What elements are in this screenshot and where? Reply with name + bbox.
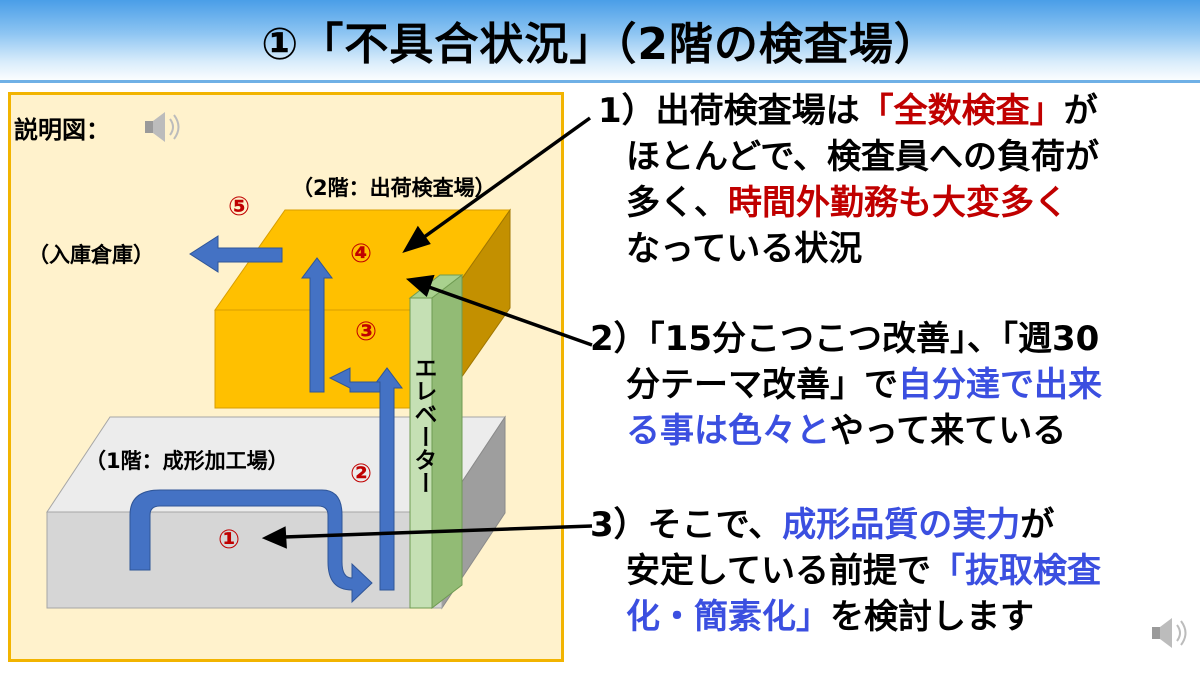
step-5: ⑤ bbox=[228, 192, 250, 222]
point-1-line-3: 多く、時間外勤務も大変多く bbox=[626, 183, 1068, 223]
title-bar bbox=[0, 0, 1200, 82]
flow-arrow-5 bbox=[189, 235, 283, 273]
step-4: ④ bbox=[350, 239, 372, 269]
point-3-line-3: 化・簡素化」を検討します bbox=[626, 597, 1034, 637]
flow-arrow-4 bbox=[301, 257, 333, 393]
floor2-label: （2階：出荷検査場） bbox=[292, 176, 496, 200]
step-1: ① bbox=[218, 525, 240, 555]
point-1-line-4: なっている状況 bbox=[626, 229, 863, 269]
point-3-line-1: 3）そこで、成形品質の実力が bbox=[590, 505, 1055, 545]
callout-arrow-3 bbox=[283, 524, 593, 539]
diagram-caption: 説明図： bbox=[14, 116, 110, 144]
elevator-label: エレベーター bbox=[410, 356, 438, 494]
callout-arrowhead-3 bbox=[261, 526, 287, 549]
floor1-label: （1階：成形加工場） bbox=[85, 449, 289, 473]
warehouse-label: （入庫倉庫） bbox=[28, 243, 154, 267]
point-1: 1）出荷検査場は「全数検査」が ほとんどで、検査員への負荷が 多く、時間外勤務も… bbox=[598, 88, 1099, 272]
flow-arrow-1 bbox=[129, 489, 373, 604]
step-2: ② bbox=[350, 459, 372, 489]
callout-arrow-1 bbox=[418, 116, 592, 242]
speaker-icon[interactable] bbox=[1152, 618, 1187, 648]
point-1-line-1: 1）出荷検査場は「全数検査」が bbox=[598, 91, 1098, 131]
page-title: ①「不具合状況」（2階の検査場） bbox=[261, 19, 939, 70]
callout-arrowhead-2 bbox=[405, 274, 435, 298]
flow-arrow-3 bbox=[328, 367, 381, 393]
step-3: ③ bbox=[355, 317, 377, 347]
point-1-line-2: ほとんどで、検査員への負荷が bbox=[626, 137, 1099, 177]
speaker-icon[interactable] bbox=[145, 112, 180, 142]
callout-arrowhead-1 bbox=[402, 225, 431, 254]
point-3-line-2: 安定している前提で「抜取検査 bbox=[626, 551, 1101, 591]
floor1-box bbox=[46, 415, 506, 610]
point-2-line-2: 分テーマ改善」で自分達で出来 bbox=[626, 365, 1102, 405]
point-2-line-3: る事は色々とやって来ている bbox=[626, 411, 1067, 451]
point-3: 3）そこで、成形品質の実力が 安定している前提で「抜取検査 化・簡素化」を検討し… bbox=[590, 502, 1101, 640]
point-2-line-1: 2）「15分こつこつ改善」、「週30 bbox=[590, 319, 1100, 359]
title-divider bbox=[0, 80, 1200, 83]
point-2: 2）「15分こつこつ改善」、「週30 分テーマ改善」で自分達で出来 る事は色々と… bbox=[590, 316, 1102, 454]
callout-arrow-2 bbox=[425, 284, 593, 347]
